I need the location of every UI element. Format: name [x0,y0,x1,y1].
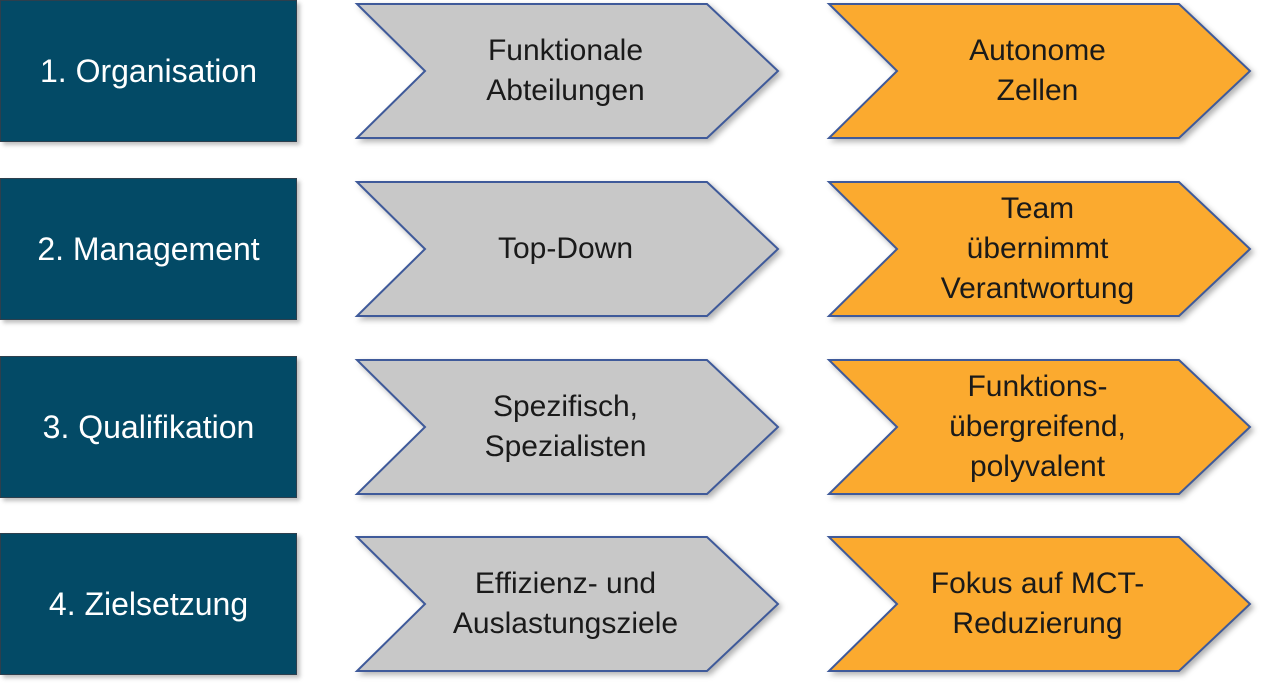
chevron-shape-gray [354,359,780,495]
category-label: 2. Management [0,178,297,320]
current-state-chevron: Effizienz- und Auslastungsziele [353,533,784,675]
row-qualifikation: 3. Qualifikation Spezifisch, Spezialiste… [0,356,1261,498]
chevron-shape-gray [354,3,780,139]
target-state-chevron: Autonome Zellen [825,0,1256,142]
target-state-chevron: Team übernimmt Verantwortung [825,178,1256,320]
chevron-shape-gray [354,536,780,672]
target-state-text: Team übernimmt Verantwortung [940,192,1135,305]
current-state-chevron: Spezifisch, Spezialisten [353,356,784,498]
row-management: 2. Management Top-Down Team übernimmt Ve… [0,178,1261,320]
chevron-shape-orange [826,181,1252,317]
chevron-shape-gray [354,181,780,317]
target-state-text: Fokus auf MCT- Reduzierung [930,567,1145,640]
current-state-text: Spezifisch, Spezialisten [484,390,647,463]
current-state-chevron: Top-Down [353,178,784,320]
category-label: 1. Organisation [0,0,297,142]
current-state-text: Funktionale Abteilungen [486,34,645,107]
category-label: 4. Zielsetzung [0,533,297,675]
current-state-text: Top-Down [497,232,634,265]
current-state-text: Effizienz- und Auslastungsziele [452,567,679,640]
chevron-shape-orange [826,536,1252,672]
target-state-chevron: Funktions- übergreifend, polyvalent [825,356,1256,498]
target-state-chevron: Fokus auf MCT- Reduzierung [825,533,1256,675]
category-label: 3. Qualifikation [0,356,297,498]
row-zielsetzung: 4. Zielsetzung Effizienz- und Auslastung… [0,533,1261,675]
target-state-text: Autonome Zellen [969,34,1106,107]
current-state-chevron: Funktionale Abteilungen [353,0,784,142]
chevron-shape-orange [826,359,1252,495]
row-organisation: 1. Organisation Funktionale Abteilungen … [0,0,1261,142]
target-state-text: Funktions- übergreifend, polyvalent [949,370,1126,483]
chevron-shape-orange [826,3,1252,139]
